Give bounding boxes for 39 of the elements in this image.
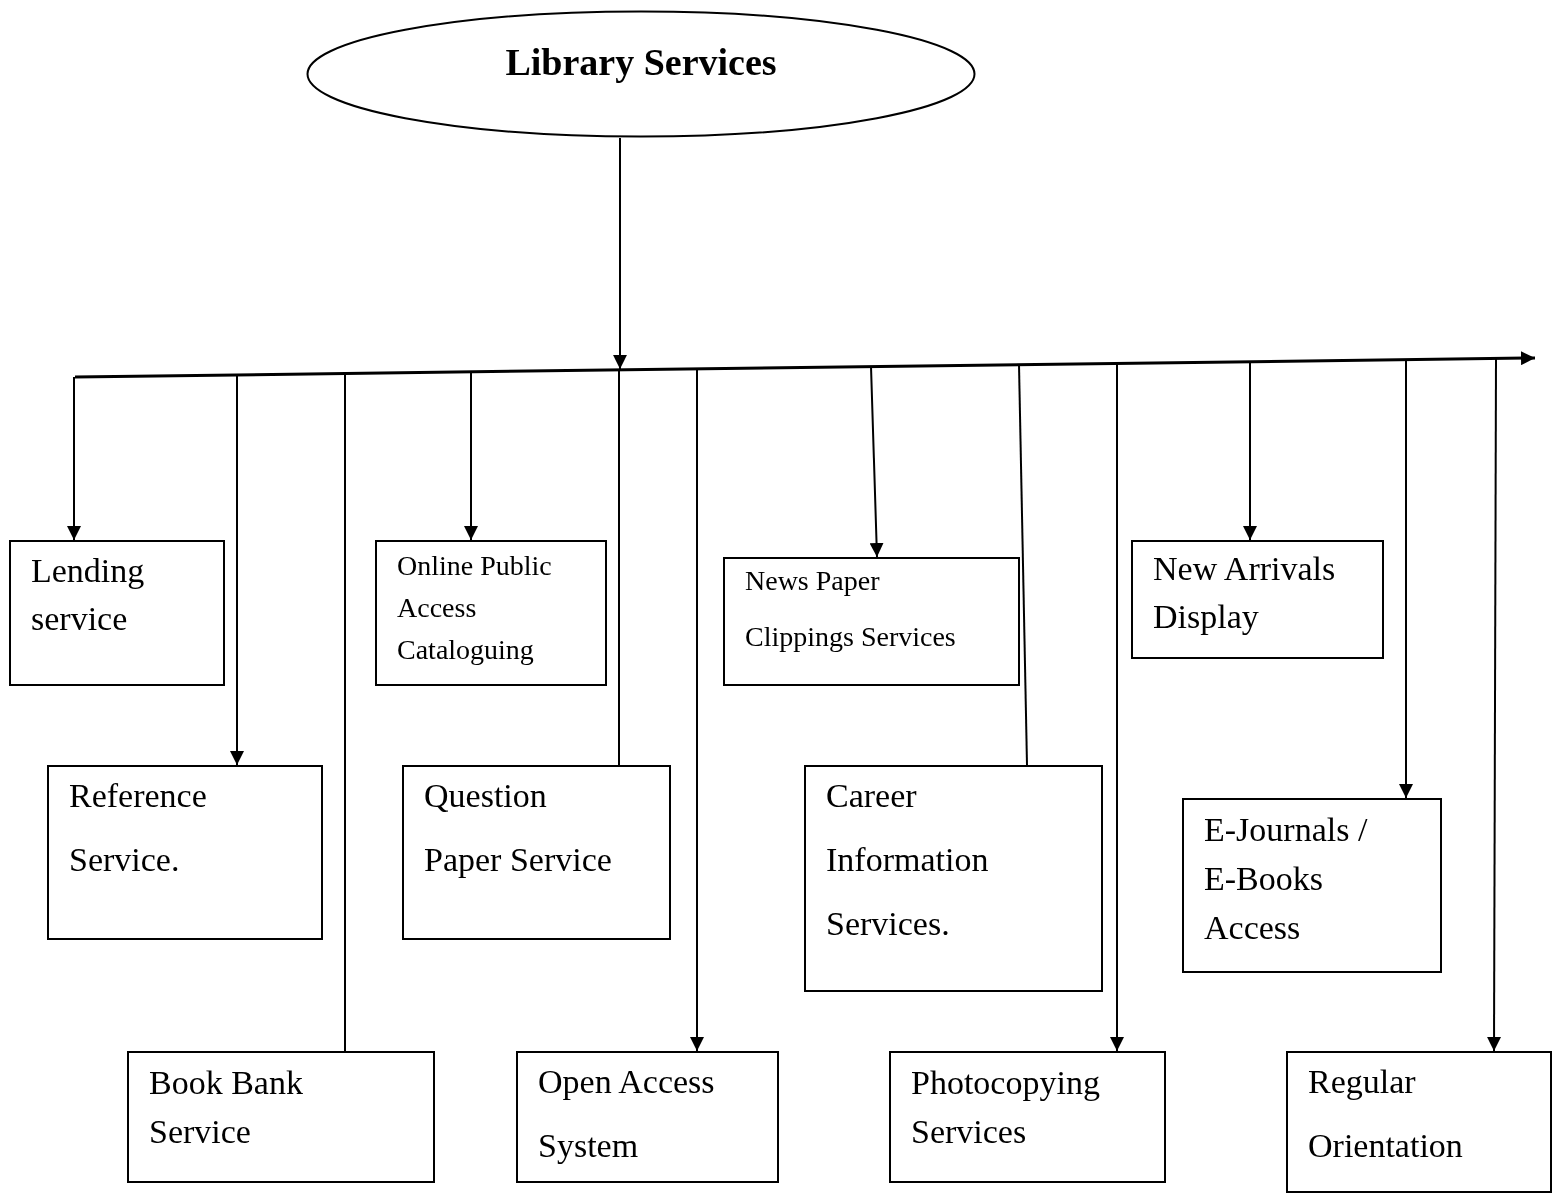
service-box (9, 540, 225, 686)
service-label: Book Bank Service (149, 1062, 304, 1152)
service-label: New Arrivals Display (1153, 549, 1337, 637)
service-box (1131, 540, 1384, 659)
connector-arrow (1243, 360, 1257, 541)
service-label: Reference Service. (69, 776, 208, 880)
service-box (889, 1051, 1166, 1183)
service-box (47, 765, 323, 940)
service-box (127, 1051, 435, 1183)
service-box (804, 765, 1103, 992)
service-label: Lending service (31, 551, 146, 639)
root-ellipse (306, 10, 976, 138)
root-label: Library Services (504, 40, 778, 84)
connector-arrow (1399, 358, 1413, 799)
service-box (516, 1051, 779, 1183)
connector-arrow (1110, 362, 1124, 1052)
service-label: Question Paper Service (424, 776, 613, 880)
service-label: Regular Orientation (1308, 1062, 1464, 1166)
connector-line (618, 368, 620, 766)
service-box (1286, 1051, 1552, 1193)
service-box (375, 540, 607, 686)
connector-arrow (67, 376, 81, 541)
connector-arrow (464, 370, 478, 541)
service-label: E-Journals / E-Books Access (1204, 809, 1369, 948)
service-label: News Paper Clippings Services (745, 564, 957, 654)
connector-arrow (230, 373, 244, 766)
connector-arrow (869, 365, 884, 558)
service-label: Career Information Services. (826, 776, 990, 944)
service-label: Open Access System (538, 1062, 716, 1166)
service-box (1182, 798, 1442, 973)
service-label: Photocopying Services (911, 1062, 1101, 1152)
connector-line (1018, 363, 1028, 766)
service-label: Online Public Access Cataloguing (397, 549, 553, 667)
connector-arrow (1487, 357, 1502, 1052)
service-box (402, 765, 671, 940)
connector-line (344, 372, 346, 1052)
service-box (723, 557, 1020, 686)
connector-arrow (690, 367, 704, 1052)
connector-arrow (613, 137, 627, 370)
